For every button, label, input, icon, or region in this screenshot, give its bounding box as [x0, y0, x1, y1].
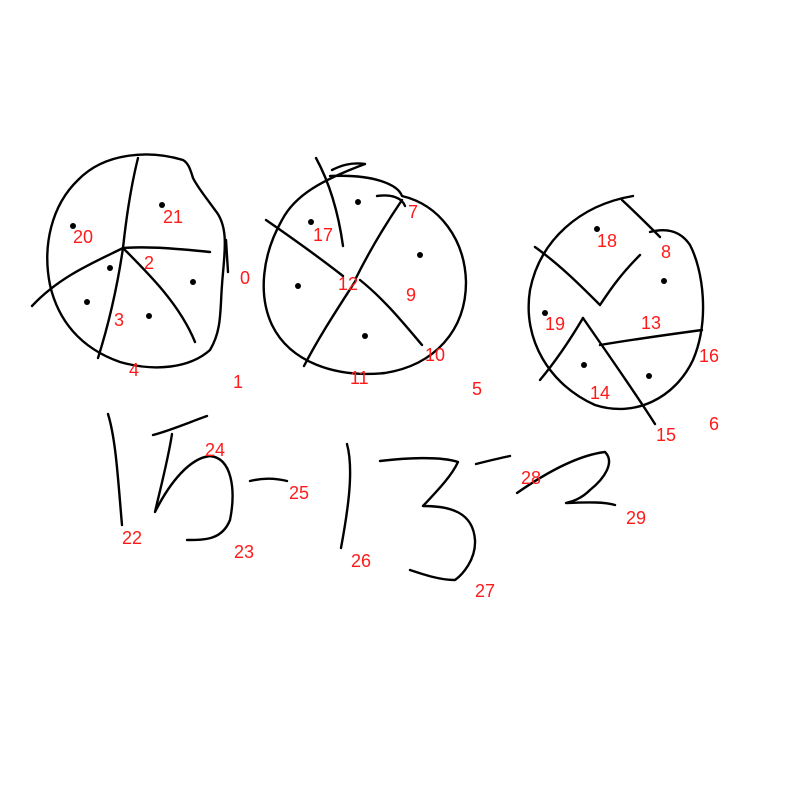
label-10: 10: [425, 345, 445, 365]
digit-1-first: [106, 412, 124, 527]
circle-3-dot-d: [581, 362, 587, 368]
circle-1-divider-lower-right: [121, 246, 197, 344]
label-9: 9: [406, 285, 416, 305]
label-15: 15: [656, 425, 676, 445]
label-2: 2: [144, 253, 154, 273]
label-12: 12: [338, 274, 358, 294]
circle-2-outline: [262, 162, 468, 376]
circle-1-dot-f: [146, 313, 152, 319]
circle-3-dot-b: [661, 278, 667, 284]
circle-3-divider-top-right: [620, 198, 662, 239]
circle-3-divider-lower-left: [538, 316, 585, 382]
label-24: 24: [205, 440, 225, 460]
label-18: 18: [597, 231, 617, 251]
circle-1-divider-down: [96, 246, 125, 360]
digit-2: [515, 450, 617, 507]
dash-first: [248, 477, 289, 483]
circle-1-stroke-0: [224, 238, 230, 274]
label-28: 28: [521, 468, 541, 488]
label-16: 16: [699, 346, 719, 366]
circle-2-dot-a: [308, 219, 314, 225]
circle-1-divider-left: [30, 246, 125, 308]
circle-1-dot-c: [107, 265, 113, 271]
circle-3-divider-upper: [533, 245, 642, 307]
label-20: 20: [73, 227, 93, 247]
index-labels: 0 1 2 3 4 5 6 7 8 9 10 11 12 13 14 15 16…: [73, 202, 719, 601]
circle-2-divider-top-right: [354, 198, 404, 280]
label-3: 3: [114, 310, 124, 330]
label-13: 13: [641, 313, 661, 333]
label-22: 22: [122, 528, 142, 548]
circle-1-divider-up: [121, 156, 140, 250]
label-8: 8: [661, 242, 671, 262]
circle-1-dot-b: [159, 202, 165, 208]
digit-5-first: [151, 414, 234, 542]
circle-3-outline: [527, 194, 705, 411]
digit-3: [378, 456, 477, 582]
circle-2-dot-e: [362, 333, 368, 339]
circle-3-dot-e: [646, 373, 652, 379]
circle-3-divider-lower-right: [581, 316, 657, 426]
circle-2-top-arc: [375, 194, 407, 208]
circle-2-dot-c: [417, 252, 423, 258]
label-11: 11: [350, 368, 369, 388]
label-6: 6: [709, 414, 719, 434]
circle-1-dot-d: [190, 279, 196, 285]
label-7: 7: [408, 202, 418, 222]
circle-group-1: [30, 153, 230, 369]
circle-2-divider-top: [314, 156, 345, 248]
circle-group-3: [527, 194, 705, 426]
circle-1-dot-a: [70, 223, 76, 229]
label-1: 1: [233, 372, 243, 392]
circle-2-divider-right: [358, 278, 424, 347]
label-27: 27: [475, 581, 495, 601]
label-23: 23: [234, 542, 254, 562]
digit-1-second: [339, 442, 352, 550]
circle-2-divider-down: [302, 278, 358, 368]
label-0: 0: [240, 268, 250, 288]
label-14: 14: [590, 383, 610, 403]
label-25: 25: [289, 483, 309, 503]
circle-3-divider-horizontal: [598, 328, 704, 347]
circle-2-dot-b: [355, 199, 361, 205]
circle-2-dot-d: [295, 283, 301, 289]
circle-2-divider-upper-left: [264, 218, 345, 278]
label-17: 17: [313, 225, 333, 245]
circle-group-2: [262, 156, 468, 376]
label-29: 29: [626, 508, 646, 528]
handwritten-expression: [106, 412, 617, 582]
dash-second: [474, 454, 512, 466]
circle-1-dot-e: [84, 299, 90, 305]
circle-1-divider-right: [121, 246, 212, 254]
label-5: 5: [472, 379, 482, 399]
circle-3-dot-a: [594, 226, 600, 232]
label-26: 26: [351, 551, 371, 571]
label-21: 21: [163, 207, 183, 227]
circle-1-outline: [46, 153, 227, 369]
label-4: 4: [129, 360, 139, 380]
label-19: 19: [545, 314, 565, 334]
circle-3-dot-c: [542, 310, 548, 316]
